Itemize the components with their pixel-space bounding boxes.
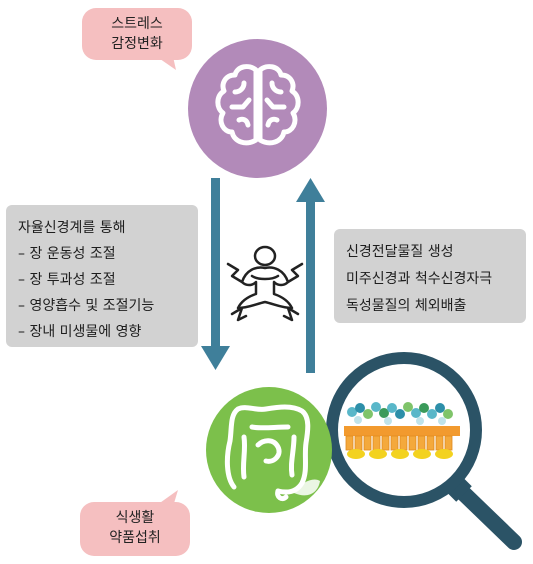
magnifier-icon	[326, 352, 522, 550]
neurotransmitter-box: 신경전달물질 생성 미주신경과 척수신경자극 독성물질의 체외배출	[334, 229, 526, 323]
stress-bubble-line2: 감정변화	[111, 36, 163, 52]
autonomic-title: 자율신경계를 통해	[18, 220, 126, 236]
autonomic-item: – 장내 미생물에 영향	[18, 324, 142, 340]
autonomic-item: – 장 운동성 조절	[18, 246, 116, 262]
gut-microbe-icon	[344, 402, 460, 459]
brain-icon	[215, 64, 301, 146]
up-arrow	[296, 178, 325, 373]
autonomic-item: – 영양흡수 및 조절기능	[18, 298, 155, 314]
autonomic-item: – 장 투과성 조절	[18, 272, 116, 288]
down-arrow	[201, 178, 230, 370]
autonomic-nervous-box: 자율신경계를 통해 – 장 운동성 조절 – 장 투과성 조절 – 영양흡수 및…	[6, 205, 198, 347]
intestine-icon	[224, 404, 320, 502]
diet-bubble: 식생활 약품섭취	[80, 502, 190, 556]
stressed-person-icon	[226, 245, 304, 322]
neurotransmitter-item: 신경전달물질 생성	[346, 244, 454, 260]
neurotransmitter-item: 독성물질의 체외배출	[346, 298, 467, 314]
microbe-cluster	[347, 402, 453, 425]
neurotransmitter-item: 미주신경과 척수신경자극	[346, 271, 493, 287]
diet-bubble-line2: 약품섭취	[109, 530, 161, 546]
stress-bubble-tail	[150, 52, 176, 70]
stress-bubble-line1: 스트레스	[111, 16, 163, 32]
stress-bubble: 스트레스 감정변화	[82, 8, 192, 60]
diet-bubble-line1: 식생활	[115, 510, 155, 526]
